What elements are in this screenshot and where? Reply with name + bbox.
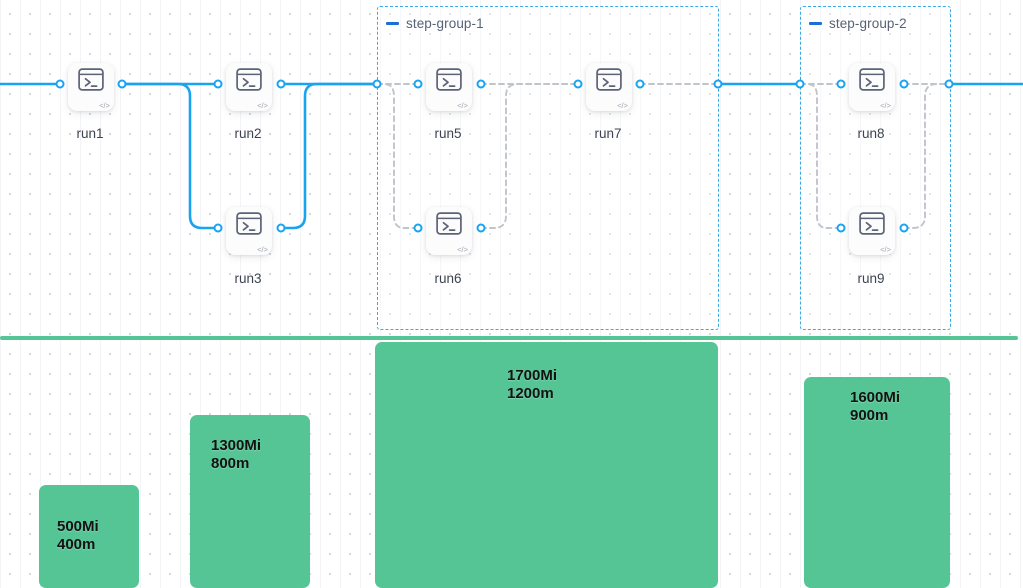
node-label-run1: run1 [76,126,104,141]
port-run5-out[interactable] [476,79,486,89]
node-run3[interactable]: </> [226,207,272,255]
port-run1-out[interactable] [117,79,127,89]
section-divider [0,336,1018,340]
resource-bar-3-label: 1700Mi 1200m [507,367,558,403]
port-group1-in[interactable] [372,79,382,89]
node-run9[interactable]: </> [849,207,895,255]
terminal-icon [236,212,262,240]
port-run6-out[interactable] [476,223,486,233]
terminal-icon [236,68,262,96]
port-run8-in[interactable] [836,79,846,89]
port-run9-out[interactable] [899,223,909,233]
node-label-run2: run2 [234,126,262,141]
minus-icon[interactable] [386,22,399,25]
port-group1-out[interactable] [713,79,723,89]
terminal-icon [859,68,885,96]
resource-bar-1-label: 500Mi 400m [57,518,99,554]
resource-bar-3[interactable] [375,342,718,588]
node-label-run9: run9 [857,271,885,286]
group-label-step-group-2[interactable]: step-group-2 [809,16,907,31]
code-icon: </> [457,100,468,110]
code-icon: </> [257,244,268,254]
node-label-run3: run3 [234,271,262,286]
port-run8-out[interactable] [899,79,909,89]
terminal-icon [78,68,104,96]
port-run1-in[interactable] [55,79,65,89]
port-run2-out[interactable] [276,79,286,89]
code-icon: </> [457,244,468,254]
node-run7[interactable]: </> [586,63,632,111]
terminal-icon [436,212,462,240]
node-run6[interactable]: </> [426,207,472,255]
port-run3-in[interactable] [213,223,223,233]
terminal-icon [859,212,885,240]
port-run7-out[interactable] [635,79,645,89]
terminal-icon [436,68,462,96]
group-title: step-group-1 [406,16,484,31]
terminal-icon [596,68,622,96]
node-run2[interactable]: </> [226,63,272,111]
node-run5[interactable]: </> [426,63,472,111]
port-run7-in[interactable] [573,79,583,89]
node-run1[interactable]: </> [68,63,114,111]
node-label-run6: run6 [434,271,462,286]
code-icon: </> [617,100,628,110]
resource-bar-4-label: 1600Mi 900m [850,389,901,425]
code-icon: </> [880,100,891,110]
node-run8[interactable]: </> [849,63,895,111]
port-group2-in[interactable] [795,79,805,89]
resource-bar-2-label: 1300Mi 800m [211,437,262,473]
port-group2-out[interactable] [944,79,954,89]
minus-icon[interactable] [809,22,822,25]
node-label-run5: run5 [434,126,462,141]
group-title: step-group-2 [829,16,907,31]
group-label-step-group-1[interactable]: step-group-1 [386,16,484,31]
resource-bar-2[interactable] [190,415,310,588]
group-box-step-group-2[interactable] [800,6,951,330]
resource-bar-1[interactable] [39,485,139,588]
group-box-step-group-1[interactable] [377,6,719,330]
port-run6-in[interactable] [413,223,423,233]
port-run5-in[interactable] [413,79,423,89]
port-run2-in[interactable] [213,79,223,89]
code-icon: </> [257,100,268,110]
port-run3-out[interactable] [276,223,286,233]
node-label-run8: run8 [857,126,885,141]
resource-bar-4[interactable] [804,377,950,588]
port-run9-in[interactable] [836,223,846,233]
code-icon: </> [99,100,110,110]
node-label-run7: run7 [594,126,622,141]
code-icon: </> [880,244,891,254]
